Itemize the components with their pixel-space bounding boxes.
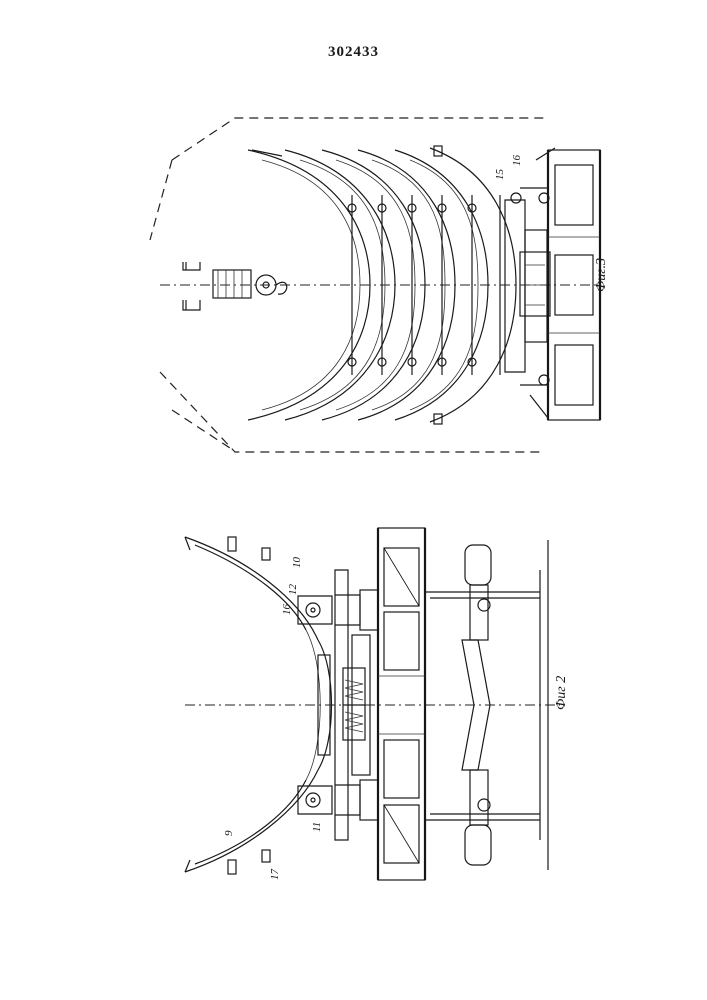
fig2-label-12: 12 [287, 584, 299, 596]
hoist-block [213, 270, 287, 298]
fig3-label-16: 16 [511, 155, 523, 167]
tunnel-outline-top-left [150, 160, 172, 240]
figure-3: 16 15 Фиг.3 [150, 118, 609, 452]
base-frame-fig3 [505, 148, 600, 420]
fig2-label-9: 9 [223, 830, 235, 836]
fig2-label-17: 17 [269, 869, 281, 881]
figure-3-caption: Фиг.3 [594, 258, 609, 292]
figure-2-caption: Фиг 2 [554, 676, 569, 710]
fig3-label-15: 15 [494, 169, 506, 181]
tunnel-outline-top [172, 118, 545, 160]
spring-mechanism [343, 668, 365, 740]
figure-2: 10 12 16 9 11 17 Фиг 2 [185, 528, 569, 880]
fig2-label-11: 11 [311, 822, 323, 832]
fig2-label-10: 10 [291, 557, 303, 569]
rail-profile [183, 262, 200, 310]
tunnel-outline-bottom [160, 372, 545, 452]
fig2-label-16: 16 [281, 604, 293, 616]
